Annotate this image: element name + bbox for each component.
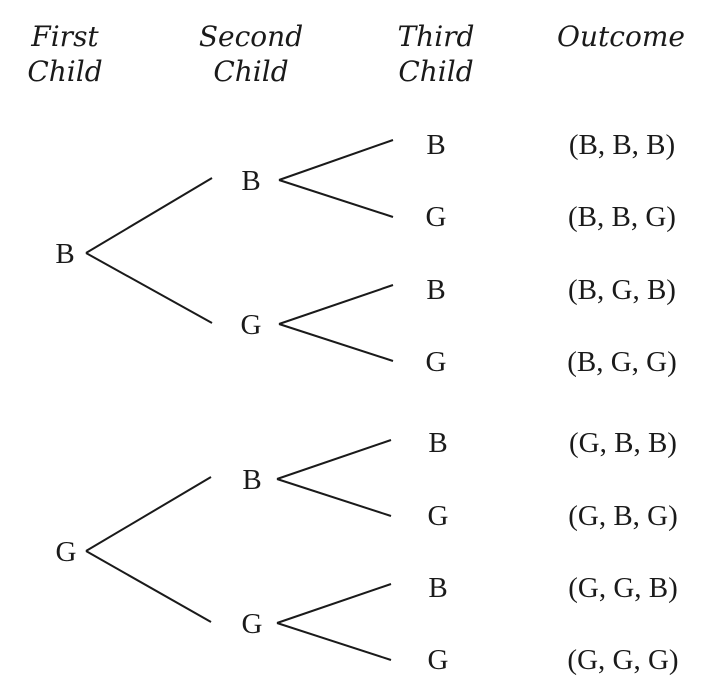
node-second-B1: B xyxy=(241,165,260,197)
outcome-2: (B, B, G) xyxy=(568,201,676,233)
edge-B-to-B xyxy=(85,177,213,254)
edge-G-to-B xyxy=(85,476,212,552)
edge-BG-to-B xyxy=(278,284,394,325)
node-first-G: G xyxy=(56,536,77,568)
node-first-B: B xyxy=(55,238,74,270)
edge-BB-to-B xyxy=(278,139,394,181)
second-child-nodes: B G B G xyxy=(241,165,263,640)
node-third-6: G xyxy=(428,500,449,532)
edge-G-to-G xyxy=(85,550,212,623)
edge-GG-to-G xyxy=(276,622,392,661)
node-second-G2: G xyxy=(242,608,263,640)
third-child-nodes: B G B G B G B G xyxy=(426,129,449,676)
header-third-line1: Third xyxy=(398,20,475,53)
node-third-7: B xyxy=(428,572,447,604)
outcome-5: (G, B, B) xyxy=(569,427,677,459)
edge-GG-to-B xyxy=(276,583,392,624)
outcome-8: (G, G, G) xyxy=(567,644,678,676)
edges-second-to-third xyxy=(276,139,394,661)
header-first-line1: First xyxy=(30,20,99,53)
node-third-3: B xyxy=(426,274,445,306)
edge-BB-to-G xyxy=(278,179,394,218)
outcome-7: (G, G, B) xyxy=(568,572,678,604)
column-headers: First Child Second Child Third Child Out… xyxy=(27,20,685,88)
first-child-nodes: B G xyxy=(55,238,76,568)
node-third-5: B xyxy=(428,427,447,459)
header-outcome: Outcome xyxy=(557,20,685,53)
node-third-8: G xyxy=(428,644,449,676)
node-third-1: B xyxy=(426,129,445,161)
node-third-2: G xyxy=(426,201,447,233)
header-second-line2: Child xyxy=(213,55,288,88)
header-third-line2: Child xyxy=(398,55,473,88)
outcome-4: (B, G, G) xyxy=(567,346,677,378)
outcome-6: (G, B, G) xyxy=(568,500,678,532)
outcome-1: (B, B, B) xyxy=(569,129,675,161)
header-first-line2: Child xyxy=(27,55,102,88)
edge-GB-to-B xyxy=(276,439,392,480)
edges-first-to-second xyxy=(85,177,213,623)
header-second-line1: Second xyxy=(199,20,303,53)
outcome-3: (B, G, B) xyxy=(568,274,676,306)
node-second-G1: G xyxy=(241,309,262,341)
edge-GB-to-G xyxy=(276,478,392,517)
outcomes: (B, B, B) (B, B, G) (B, G, B) (B, G, G) … xyxy=(567,129,678,676)
edge-B-to-G xyxy=(85,252,213,324)
node-second-B2: B xyxy=(242,464,261,496)
edge-BG-to-G xyxy=(278,323,394,362)
node-third-4: G xyxy=(426,346,447,378)
